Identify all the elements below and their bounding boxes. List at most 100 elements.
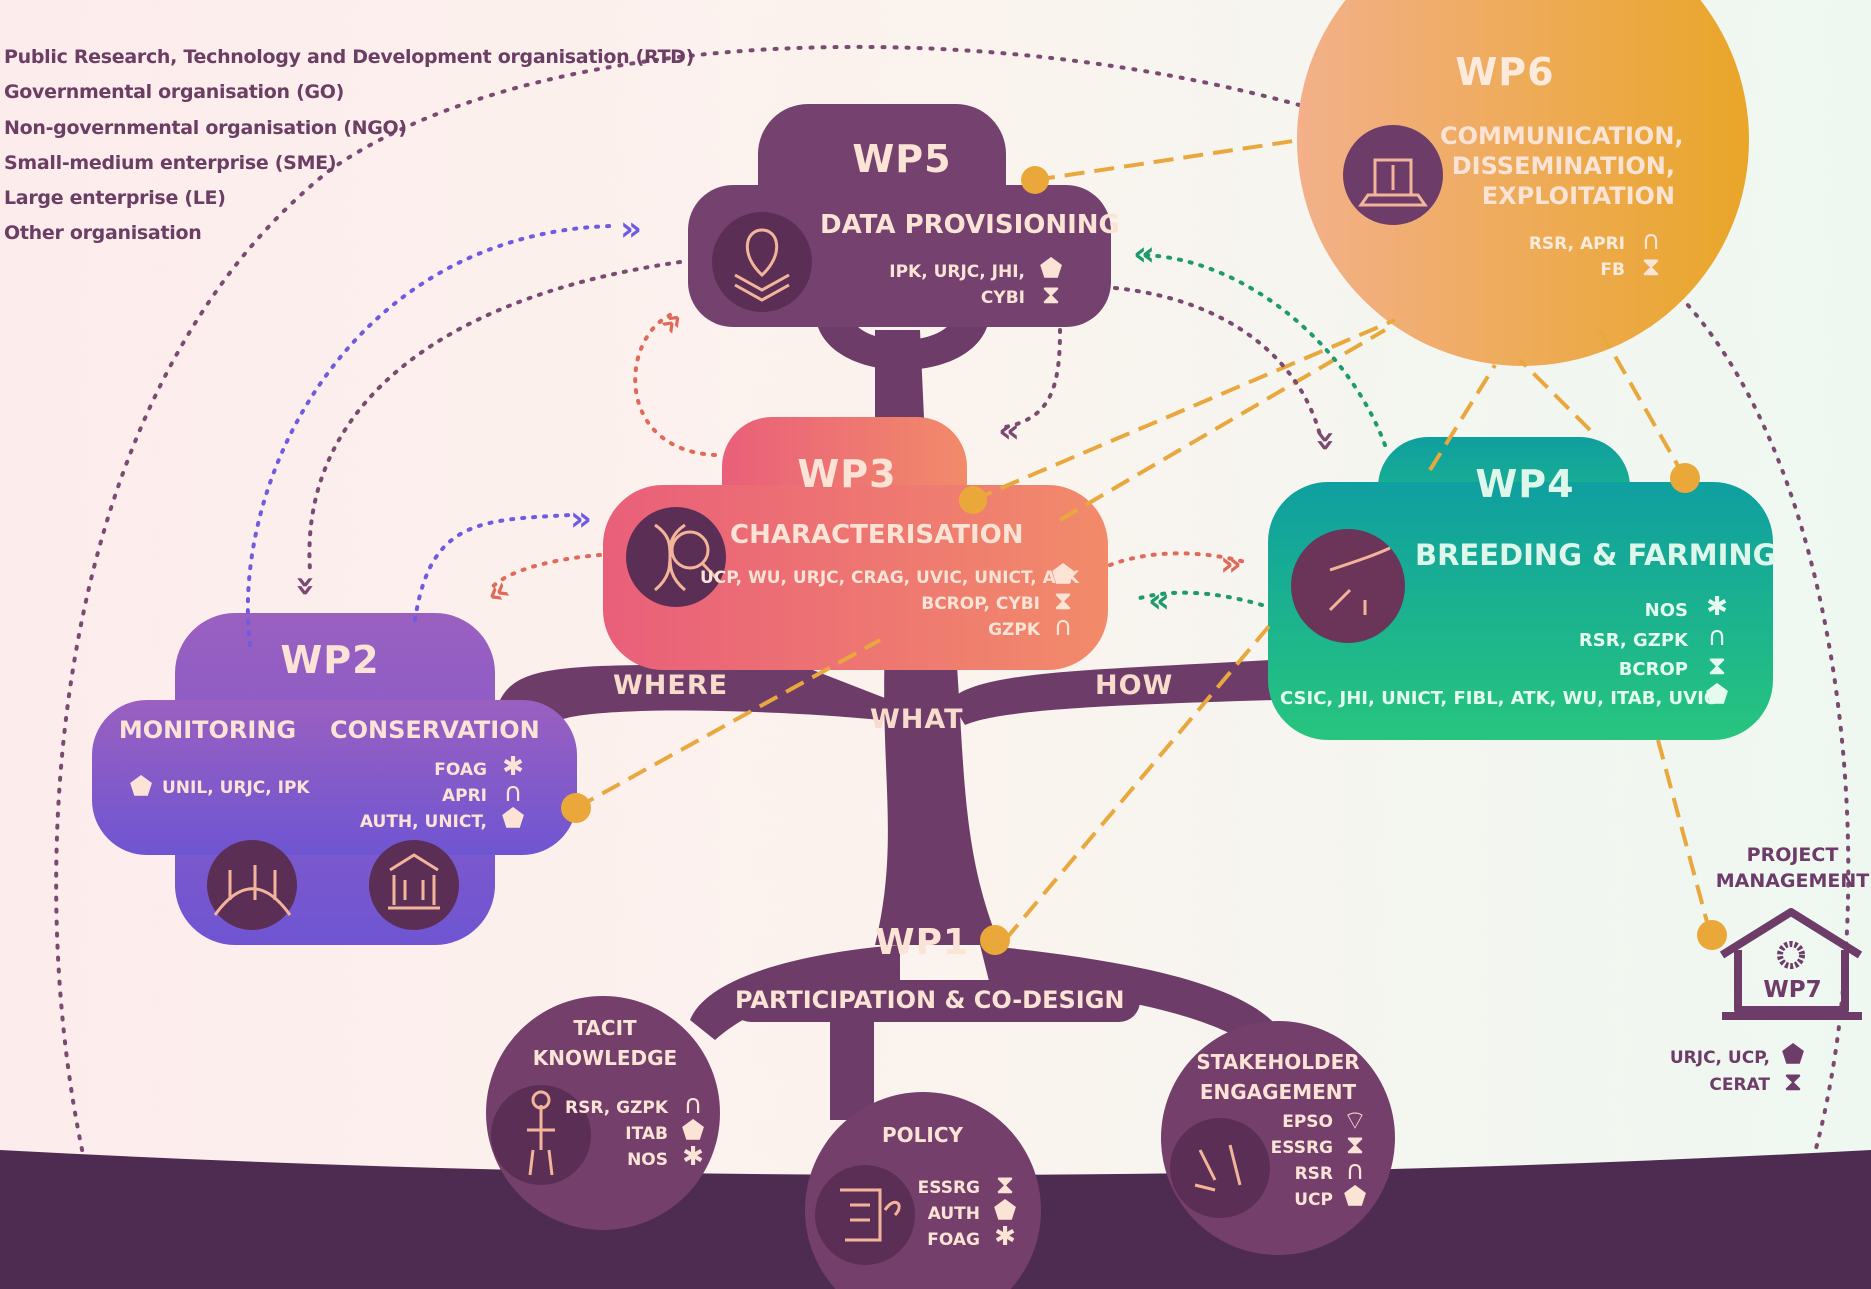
arch-icon: ∩ [1707, 622, 1727, 652]
legend-other: Other organisation [4, 222, 202, 244]
flow-wp2-to-wp3 [413, 513, 572, 622]
flow-wp3-to-wp2 [488, 553, 602, 592]
wp5-icon-circle [712, 212, 812, 312]
wp2-monitoring-icon-circle [207, 840, 297, 930]
wp6-title: WP6 [1455, 50, 1555, 94]
tacit-partners-1: RSR, GZPK [565, 1098, 669, 1118]
wp3-title: WP3 [797, 452, 897, 496]
map-pin-icon [734, 228, 790, 302]
flow-wp3-to-wp5 [633, 313, 717, 457]
legend-sme: Small-medium enterprise (SME) [4, 152, 337, 174]
arrowhead-wp2-top: » [286, 575, 326, 597]
policy-title: POLICY [881, 1123, 963, 1147]
laptop-plant-icon [1358, 158, 1428, 207]
hand-seeds-icon [1328, 546, 1391, 615]
stakeholder-partners-1: EPSO [1282, 1112, 1333, 1132]
stakeholder-icon-circle [1170, 1118, 1270, 1218]
asterisk-icon: ✱ [1706, 592, 1728, 622]
arrowhead-wp3-top: » [998, 413, 1020, 453]
flow-wp5-to-wp4 [1113, 286, 1322, 437]
branch-where-label: WHERE [613, 670, 729, 701]
pentagon-icon: ⬟ [1343, 1182, 1367, 1212]
wp2-conservation-label: CONSERVATION [330, 716, 540, 744]
wp7-gear-icon [1777, 941, 1805, 969]
policy-partners-1: ESSRG [917, 1178, 980, 1198]
pentagon-icon: ⬟ [1039, 254, 1063, 284]
legend-go: Governmental organisation (GO) [4, 81, 344, 103]
pentagon-icon: ⬟ [1781, 1040, 1805, 1070]
wp7-partners-1: URJC, UCP, [1669, 1048, 1770, 1068]
arrowhead-wp3-right: » [1148, 583, 1170, 623]
wp6-subtitle-3: EXPLOITATION [1481, 182, 1675, 210]
wp5-partners-2: CYBI [980, 288, 1025, 308]
wp3-node [603, 417, 1108, 670]
tree-trunk [875, 640, 1000, 945]
museum-icon [388, 853, 440, 910]
wp3-partners-1: UCP, WU, URJC, CRAG, UVIC, UNICT, ATK [700, 568, 1080, 588]
arrowhead-wp5-right: » [1133, 236, 1155, 276]
arrowhead-wp4-left: » [1220, 544, 1242, 584]
wp1-title: WP1 [874, 922, 970, 963]
flow-wp2-to-wp5 [245, 224, 612, 647]
farmer-icon [527, 1105, 555, 1176]
flow-wp5-to-wp3 [998, 328, 1062, 430]
outer-dotted-arc [54, 44, 1851, 1187]
arch-icon: ∩ [1641, 226, 1661, 256]
connector-dots [561, 166, 1727, 955]
arrowheads: » » » » » » » » » » [286, 209, 1346, 623]
asterisk-icon: ✱ [994, 1222, 1016, 1252]
legend-rtd: Public Research, Technology and Developm… [4, 46, 694, 68]
wifi-icon: ⌔ [1342, 1106, 1368, 1136]
hourglass-icon: ⧗ [995, 1170, 1015, 1200]
flow-wp5-to-wp2 [307, 260, 682, 572]
wp1-subtitle: PARTICIPATION & CO-DESIGN [735, 986, 1125, 1014]
stakeholder-title-1: STAKEHOLDER [1196, 1050, 1360, 1074]
wp3-subtitle: CHARACTERISATION [730, 520, 1024, 550]
wp2-conservation-partners-1: FOAG [434, 760, 487, 780]
legend-le: Large enterprise (LE) [4, 187, 226, 209]
wp5-title: WP5 [852, 137, 952, 181]
pentagon-icon: ⬟ [681, 1116, 705, 1146]
policy-partners-3: FOAG [927, 1230, 980, 1250]
field-icon [213, 865, 292, 916]
branch-how-label: HOW [1095, 670, 1174, 701]
connectors [575, 138, 1712, 942]
tree [500, 310, 1280, 1120]
tacit-title-2: KNOWLEDGE [532, 1046, 678, 1070]
pentagon-icon: ⬟ [501, 804, 525, 834]
stakeholder-partners-3: RSR [1294, 1164, 1333, 1184]
wp5-loop [815, 310, 990, 370]
pentagon-icon: ⬟ [129, 772, 153, 802]
people-icon [1194, 1144, 1242, 1192]
branch-what-label: WHAT [870, 704, 964, 735]
wp4-partners-4: CSIC, JHI, UNICT, FIBL, ATK, WU, ITAB, U… [1280, 688, 1718, 709]
arch-icon: ∩ [503, 778, 523, 808]
stakeholder-partners-2: ESSRG [1270, 1138, 1333, 1158]
hourglass-icon: ⧗ [1707, 651, 1727, 681]
hourglass-icon: ⧗ [1641, 252, 1661, 282]
arrowhead-wp4-top: » [1306, 430, 1346, 452]
arch-icon: ∩ [1053, 612, 1073, 642]
wp6-partners-2: FB [1600, 260, 1625, 280]
wp2-conservation-partners-2: APRI [441, 786, 487, 806]
dna-magnifier-icon [654, 523, 686, 592]
stakeholder-partners-4: UCP [1294, 1190, 1333, 1210]
hourglass-icon: ⧗ [1041, 280, 1061, 310]
legend-ngo: Non-governmental organisation (NGO) [4, 117, 407, 139]
wp4-partners-2: RSR, GZPK [1578, 630, 1688, 651]
wp2-monitoring-label: MONITORING [118, 716, 297, 744]
wp2-conservation-partners-3: AUTH, UNICT, [359, 812, 487, 832]
asterisk-icon: ✱ [682, 1142, 704, 1172]
arrowhead-wp5-left: » [620, 209, 642, 249]
scroll-leaf-icon [840, 1188, 901, 1242]
wp4-node [1268, 437, 1773, 740]
wp7-house [1719, 908, 1863, 1020]
wp7-title: WP7 [1763, 977, 1822, 1003]
wp7-partners-2: CERAT [1709, 1075, 1770, 1095]
policy-partners-2: AUTH [927, 1204, 980, 1224]
wp2-title: WP2 [280, 638, 380, 682]
tacit-partners-3: NOS [627, 1150, 668, 1170]
flow-wp4-to-wp3 [1138, 590, 1264, 607]
wp6-subtitle-2: DISSEMINATION, [1451, 152, 1675, 180]
arrowhead-wp3-left: » [570, 499, 592, 539]
